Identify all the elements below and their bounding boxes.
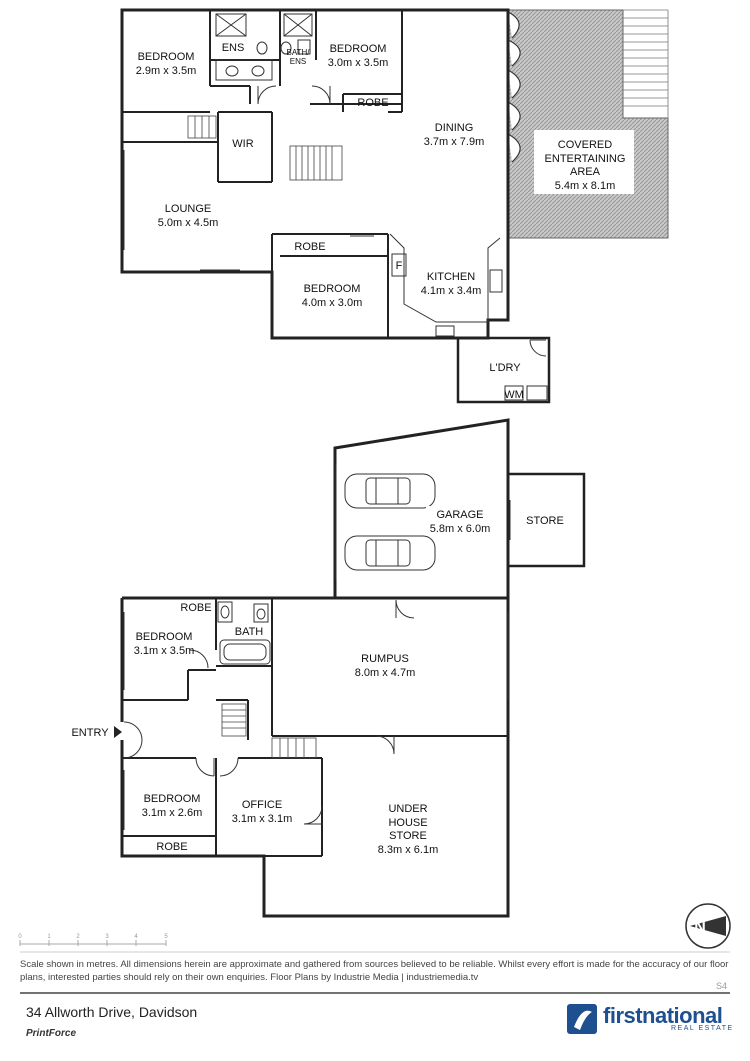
brand-logo-icon bbox=[567, 1004, 597, 1034]
compass-icon: N bbox=[685, 903, 731, 949]
bedroom3-label: BEDROOM bbox=[304, 283, 361, 295]
garage-label-bg bbox=[426, 506, 494, 536]
scale-bar: 0 1 2 3 4 5 bbox=[18, 934, 168, 946]
lower-labels: GARAGE 5.8m x 6.0m STORE ROBE BATH BEDRO… bbox=[71, 506, 564, 856]
compass-label: N bbox=[694, 919, 706, 936]
wm-label: WM bbox=[504, 389, 524, 401]
store-label: STORE bbox=[526, 515, 564, 527]
scale-tick-4: 4 bbox=[134, 934, 138, 940]
brand-logo: firstnational REAL ESTATE bbox=[567, 1003, 737, 1033]
bath-label: BATH bbox=[235, 626, 264, 638]
upper-outer-wall bbox=[120, 8, 510, 340]
fridge-label: F bbox=[396, 260, 403, 272]
property-address: 34 Allworth Drive, Davidson bbox=[26, 1004, 198, 1020]
covered-label-3: AREA bbox=[570, 166, 601, 178]
covered-label-2: ENTERTAINING bbox=[545, 153, 626, 165]
bedroom3-size: 4.0m x 3.0m bbox=[302, 297, 363, 309]
dining-label: DINING bbox=[435, 122, 474, 134]
robe2-label: ROBE bbox=[294, 241, 325, 253]
covered-size: 5.4m x 8.1m bbox=[555, 180, 616, 192]
lower-stairs bbox=[221, 703, 317, 759]
upper-doors bbox=[123, 85, 547, 357]
ens-label: ENS bbox=[222, 42, 245, 54]
robe3-label: ROBE bbox=[180, 602, 211, 614]
bedroom2-label: BEDROOM bbox=[330, 43, 387, 55]
scale-tick-0: 0 bbox=[18, 934, 22, 940]
upper-labels: BEDROOM 2.9m x 3.5m ENS BATH/ ENS BEDROO… bbox=[136, 42, 634, 401]
scale-tick-1: 1 bbox=[47, 934, 51, 940]
rumpus-label: RUMPUS bbox=[361, 653, 409, 665]
kitchen-label: KITCHEN bbox=[427, 271, 475, 283]
bedroom1-size: 2.9m x 3.5m bbox=[136, 65, 197, 77]
lounge-label: LOUNGE bbox=[165, 203, 211, 215]
rumpus-size: 8.0m x 4.7m bbox=[355, 667, 416, 679]
laundry-label: L'DRY bbox=[489, 362, 521, 374]
bedroom4-size: 3.1m x 3.5m bbox=[134, 645, 195, 657]
entry-label: ENTRY bbox=[71, 727, 109, 739]
entry-arrow-icon bbox=[114, 726, 122, 738]
uhs-label-2: HOUSE bbox=[388, 817, 427, 829]
dining-size: 3.7m x 7.9m bbox=[424, 136, 485, 148]
bedroom5-size: 3.1m x 2.6m bbox=[142, 807, 203, 819]
covered-label-1: COVERED bbox=[558, 139, 612, 151]
garage-label: GARAGE bbox=[436, 509, 483, 521]
upper-interior-walls bbox=[122, 10, 403, 338]
store-wall bbox=[508, 472, 586, 568]
covered-label-bg bbox=[534, 130, 634, 194]
bedroom4-label: BEDROOM bbox=[136, 631, 193, 643]
brand-name: firstnational bbox=[603, 1003, 723, 1028]
robe4-label: ROBE bbox=[156, 841, 187, 853]
scale-tick-3: 3 bbox=[105, 934, 109, 940]
uhs-size: 8.3m x 6.1m bbox=[378, 844, 439, 856]
scale-tick-5: 5 bbox=[164, 934, 168, 940]
bedroom2-size: 3.0m x 3.5m bbox=[328, 57, 389, 69]
page-code: S4 bbox=[716, 981, 728, 991]
car-2 bbox=[344, 535, 436, 571]
dining-bifold-doors bbox=[507, 11, 521, 163]
kitchen-benches bbox=[389, 233, 548, 401]
bedroom1-label: BEDROOM bbox=[138, 51, 195, 63]
office-label: OFFICE bbox=[242, 799, 282, 811]
upper-stairs bbox=[187, 115, 343, 181]
covered-area-floor bbox=[507, 9, 669, 239]
ensuite-fixtures bbox=[215, 13, 313, 81]
garage-size: 5.8m x 6.0m bbox=[430, 523, 491, 535]
disclaimer-text: Scale shown in metres. All dimensions he… bbox=[20, 959, 729, 983]
office-size: 3.1m x 3.1m bbox=[232, 813, 293, 825]
lounge-size: 5.0m x 4.5m bbox=[158, 217, 219, 229]
deck-stairs bbox=[623, 9, 669, 118]
car-1 bbox=[344, 473, 436, 509]
bath-ens-sub: ENS bbox=[290, 57, 306, 66]
robe1-label: ROBE bbox=[357, 97, 388, 109]
bedroom5-label: BEDROOM bbox=[144, 793, 201, 805]
wir-label: WIR bbox=[232, 138, 253, 150]
scale-tick-2: 2 bbox=[76, 934, 80, 940]
laundry-wall bbox=[456, 336, 551, 404]
uhs-label-3: STORE bbox=[389, 830, 427, 842]
printforce-logo: PrintForce bbox=[26, 1028, 77, 1039]
lower-floor bbox=[114, 418, 586, 918]
uhs-label-1: UNDER bbox=[388, 803, 427, 815]
lower-doors bbox=[123, 465, 511, 830]
brand-sub: REAL ESTATE bbox=[671, 1025, 734, 1032]
bath-ens-label: BATH/ bbox=[287, 48, 311, 57]
kitchen-size: 4.1m x 3.4m bbox=[421, 285, 482, 297]
lower-bath-fixtures bbox=[217, 601, 271, 665]
